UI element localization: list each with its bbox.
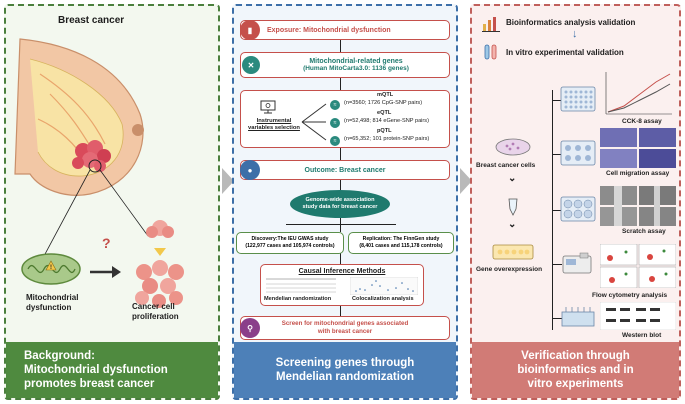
invitro-label: In vitro experimental validation — [506, 48, 624, 57]
pqtl-label: pQTL — [377, 128, 392, 134]
flow-cytometer-icon — [562, 252, 592, 274]
flow-plots-thumbnail — [600, 244, 676, 288]
dna-mqtl-icon: ≈ — [330, 100, 340, 110]
scratch-label: Scratch assay — [622, 228, 666, 235]
mr-table-thumbnail — [266, 278, 336, 293]
bracket-branch — [552, 154, 562, 155]
verification-footer-text: Verification through bioinformatics and … — [517, 350, 634, 390]
outcome-text: Outcome: Breast cancer — [304, 166, 386, 174]
instrument-arrows — [301, 103, 327, 141]
eqtl-label: eQTL — [377, 110, 392, 116]
bar-chart-icon: ▮ — [240, 20, 260, 40]
connector — [340, 148, 341, 160]
bracket-branch — [552, 210, 562, 211]
western-blot-thumbnail — [600, 302, 676, 330]
bracket-branch — [552, 264, 562, 265]
cells-label: Breast cancer cells — [476, 162, 536, 169]
discovery-box: Discovery:The IEU GWAS study (122,977 ca… — [236, 232, 344, 254]
gwas-text: Genome-wide association study data for b… — [302, 197, 378, 210]
eppendorf-icon — [508, 198, 518, 216]
connector — [340, 78, 341, 90]
protein-pqtl-icon: ≈ — [330, 136, 340, 146]
gwas-ellipse: Genome-wide association study data for b… — [290, 190, 390, 218]
down-arrow-icon: ↓ — [572, 28, 578, 40]
mitochondrion-icon: ! — [21, 253, 81, 285]
coloc-label: Colocalization analysis — [352, 296, 414, 302]
instrument-box — [240, 90, 450, 148]
chevron-right-icon — [222, 168, 234, 194]
migration-images-thumbnail — [600, 128, 676, 168]
svg-text:!: ! — [50, 265, 52, 271]
screening-footer: Screening genes through Mendelian random… — [234, 342, 456, 398]
six-well-plate-icon — [560, 196, 596, 222]
pqtl-detail: (n=65,352; 101 protein-SNP pairs) — [344, 136, 430, 142]
bracket-branch — [552, 318, 562, 319]
bioinfo-label: Bioinformatics analysis validation — [506, 18, 636, 27]
outcome-box: Outcome: Breast cancer — [240, 160, 450, 180]
dna-icon: ✕ — [242, 56, 260, 74]
replication-box: Replication: The FinnGen study (8,401 ca… — [348, 232, 454, 254]
well-plate-icon — [492, 244, 534, 260]
cancer-cell-proliferation-label: Cancer cell proliferation — [132, 302, 179, 321]
search-icon: ⚲ — [240, 318, 260, 338]
people-icon: ● — [240, 160, 260, 180]
eqtl-detail: (n=52,498; 814 eGene-SNP pairs) — [344, 118, 429, 124]
zoom-lines — [43, 159, 149, 257]
transwell-plate-icon — [560, 140, 596, 166]
chevron-down-icon: ⌄ — [508, 173, 517, 184]
flow-label: Flow cytometry analysis — [592, 292, 668, 299]
mqtl-label: mQTL — [377, 92, 394, 98]
background-footer: Background: Mitochondrial dysfunction pr… — [6, 342, 218, 398]
scratch-images-thumbnail — [600, 186, 676, 226]
genes-subtitle: (Human MitoCarta3.0: 1136 genes) — [303, 65, 409, 72]
breast-cancer-title: Breast cancer — [58, 15, 125, 26]
screening-panel: Exposure: Mitochondrial dysfunction ▮ Mi… — [232, 4, 458, 400]
plate-96-icon — [560, 86, 596, 112]
connector — [340, 218, 341, 232]
discovery-text: Discovery:The IEU GWAS study (122,977 ca… — [245, 236, 335, 249]
verification-panel: Bioinformatics analysis validation ↓ In … — [470, 4, 681, 400]
connector — [340, 252, 341, 264]
test-tube-icon — [484, 44, 497, 60]
screen-text: Screen for mitochondrial genes associate… — [281, 320, 409, 335]
screen-box: Screen for mitochondrial genes associate… — [240, 316, 450, 340]
genes-title: Mitochondrial-related genes — [309, 58, 403, 65]
dna-eqtl-icon: ≈ — [330, 118, 340, 128]
cck8-label: CCK-8 assay — [622, 118, 662, 125]
cancer-cells-icon — [135, 220, 184, 308]
right-arrow-icon — [90, 266, 121, 278]
bar-chart-icon — [482, 17, 500, 32]
coloc-plot-thumbnail — [350, 277, 418, 295]
connector — [340, 180, 341, 190]
chevron-down-icon: ⌄ — [508, 219, 517, 230]
mr-label: Mendelian randomization — [264, 296, 332, 302]
exposure-text: Exposure: Mitochondrial dysfunction — [267, 26, 391, 34]
replication-text: Replication: The FinnGen study (8,401 ca… — [359, 236, 443, 249]
connector — [340, 306, 341, 316]
tumor-cluster — [72, 140, 111, 172]
connector — [286, 224, 396, 225]
mqtl-detail: (n=3560; 1726 CpG-SNP pairs) — [344, 100, 423, 106]
mito-genes-box: Mitochondrial-related genes (Human MitoC… — [240, 52, 450, 78]
overexpression-label: Gene overexpression — [476, 266, 543, 273]
verification-footer: Verification through bioinformatics and … — [472, 342, 679, 398]
chevron-right-icon — [460, 168, 472, 194]
monitor-icon — [260, 100, 276, 114]
question-mark: ? — [102, 235, 111, 251]
exposure-box: Exposure: Mitochondrial dysfunction — [240, 20, 450, 40]
mitochondrial-dysfunction-label: Mitochondrial dysfunction — [26, 293, 79, 312]
background-footer-text: Background: Mitochondrial dysfunction pr… — [24, 350, 168, 390]
instrument-label: Instrumental variables selection — [248, 118, 300, 131]
background-panel: Breast cancer ! Mitochondrial dysfunctio… — [4, 4, 220, 400]
bracket-branch — [552, 100, 562, 101]
western-label: Western blot — [622, 332, 662, 339]
cck8-curve-thumbnail — [605, 72, 672, 115]
migration-label: Cell migration assay — [606, 170, 670, 177]
petri-dish-icon — [495, 138, 531, 156]
causal-title: Causal Inference Methods — [298, 268, 386, 275]
connector — [340, 38, 341, 52]
screening-footer-text: Screening genes through Mendelian random… — [275, 357, 415, 383]
western-membrane-icon — [561, 307, 595, 327]
